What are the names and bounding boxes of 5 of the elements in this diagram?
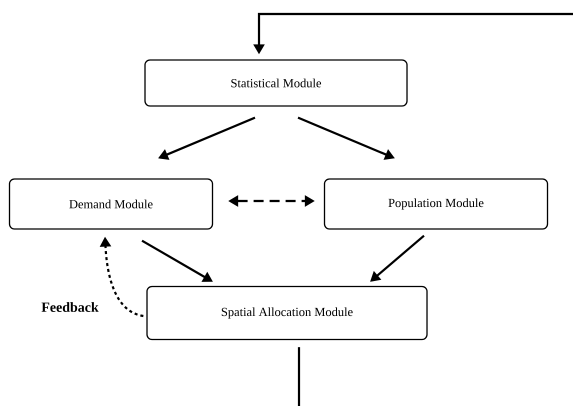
module-box: Population Module (324, 178, 548, 230)
module-box: Demand Module (8, 178, 214, 230)
module-box: Spatial Allocation Module (146, 286, 428, 340)
module-box: Statistical Module (144, 59, 408, 107)
edge-label: Feedback (40, 301, 100, 313)
